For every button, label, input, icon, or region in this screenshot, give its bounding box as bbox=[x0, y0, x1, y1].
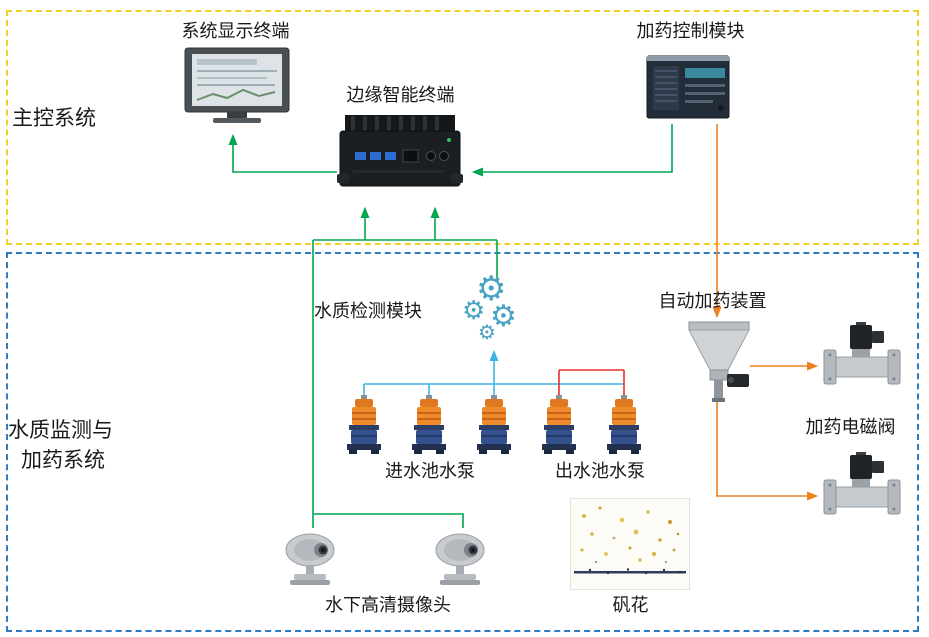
link-camera2-join bbox=[313, 513, 464, 528]
auto-dosing-device-label: 自动加药装置 bbox=[658, 291, 767, 312]
display-terminal-label: 系统显示终端 bbox=[181, 21, 290, 42]
dosing-valve-label: 加药电磁阀 bbox=[805, 417, 896, 438]
floc-image bbox=[570, 498, 690, 594]
link-edge-to-display bbox=[228, 133, 337, 173]
monitoring-section-label-line1: 水质监测与 bbox=[8, 418, 113, 442]
underwater-camera-label: 水下高清摄像头 bbox=[325, 595, 451, 616]
main-control-section-label: 主控系统 bbox=[12, 106, 96, 130]
gear-icon: ⚙ bbox=[490, 299, 517, 334]
gear-icon: ⚙ bbox=[476, 269, 507, 309]
monitoring-dosing-section-frame bbox=[6, 252, 919, 632]
dosing-valve-1-image bbox=[822, 322, 902, 394]
link-dosing-control-to-edge bbox=[471, 124, 673, 177]
water-quality-module-label: 水质检测模块 bbox=[314, 301, 422, 322]
pump-inlet-2-image bbox=[408, 395, 450, 461]
underwater-camera-1-image bbox=[280, 528, 346, 594]
dosing-control-module-label: 加药控制模块 bbox=[636, 21, 745, 42]
pump-inlet-3-image bbox=[473, 395, 515, 461]
dosing-control-module-image bbox=[643, 54, 733, 120]
pump-outlet-1-image bbox=[538, 395, 580, 461]
link-doser-to-valve2 bbox=[716, 400, 819, 501]
monitoring-section-label-line2: 加药系统 bbox=[21, 448, 105, 472]
gear-icon: ⚙ bbox=[462, 296, 486, 326]
auto-dosing-device-image bbox=[683, 318, 763, 403]
display-terminal-image bbox=[183, 46, 291, 126]
pump-inlet-1-image bbox=[343, 395, 385, 461]
edge-terminal-image bbox=[337, 112, 463, 194]
main-control-section-frame bbox=[6, 10, 919, 245]
outlet-pumps-label: 出水池水泵 bbox=[555, 461, 645, 482]
underwater-camera-2-image bbox=[430, 528, 496, 594]
gear-icon: ⚙ bbox=[478, 320, 496, 344]
floc-label: 矾花 bbox=[612, 595, 649, 616]
dosing-valve-2-image bbox=[822, 452, 902, 524]
edge-terminal-label: 边缘智能终端 bbox=[346, 85, 455, 106]
pump-outlet-2-image bbox=[603, 395, 645, 461]
water-quality-module-image: ⚙ ⚙ ⚙ ⚙ bbox=[462, 272, 528, 348]
inlet-pumps-label: 进水池水泵 bbox=[385, 461, 475, 482]
